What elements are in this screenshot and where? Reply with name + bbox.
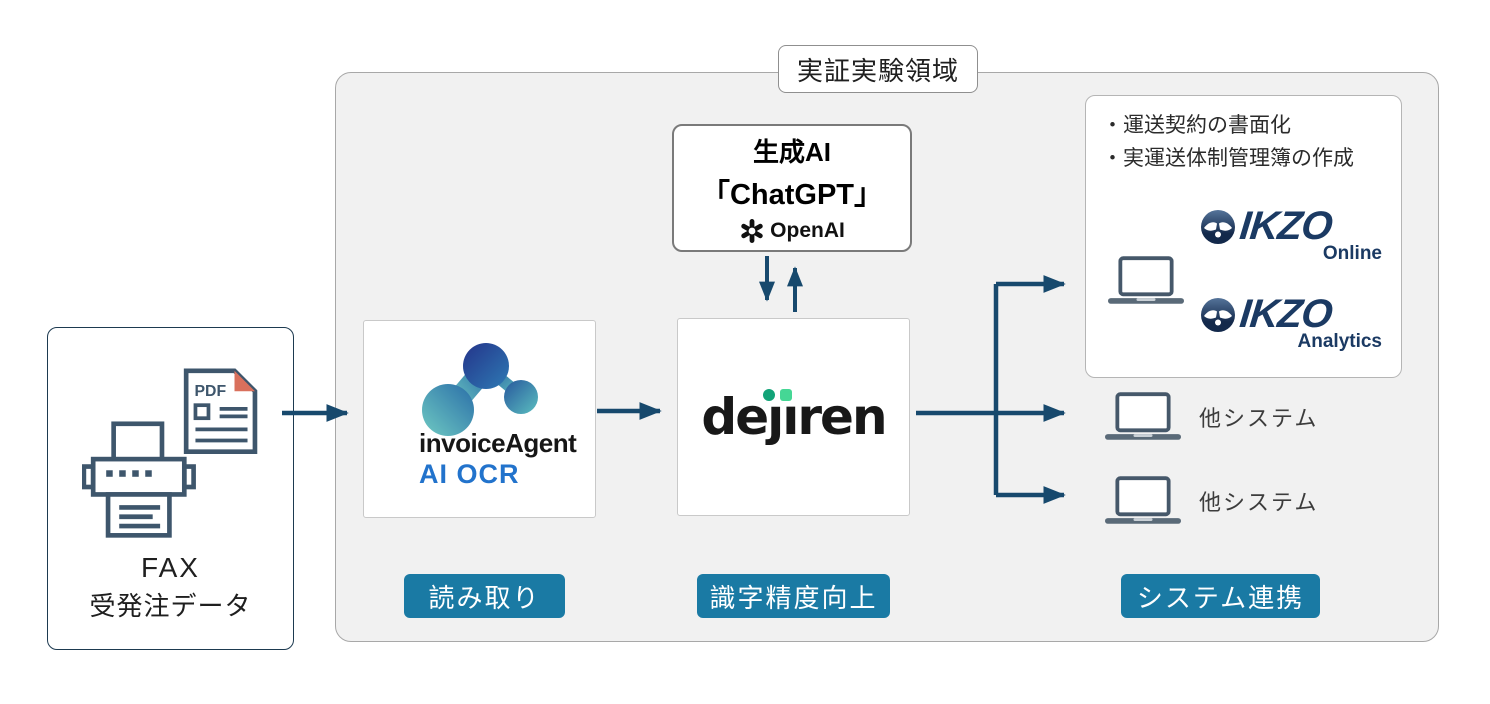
other-system-row-1: 他システム — [1105, 392, 1318, 442]
fax-subtitle: 受発注データ — [89, 591, 252, 621]
chatgpt-box: 生成AI 「ChatGPT」 OpenAI — [672, 124, 912, 252]
ikzo-box: ・運送契約の書面化 ・実運送体制管理簿の作成 — [1085, 95, 1402, 378]
pdf-label: PDF — [195, 383, 227, 400]
chatgpt-title-line1: 生成AI — [752, 137, 831, 167]
badge-accuracy-label: 識字精度向上 — [709, 582, 878, 613]
invoice-agent-box: invoiceAgent AI OCR — [363, 320, 596, 518]
fax-box: PDF FAX — [47, 327, 294, 650]
badge-read-label: 読み取り — [428, 582, 541, 613]
ikzo-bullet-list: ・運送契約の書面化 ・実運送体制管理簿の作成 — [1102, 110, 1354, 175]
ikzo-bullet-1: ・運送契約の書面化 — [1102, 114, 1291, 137]
invoice-agent-logo-icon — [422, 343, 538, 436]
dejiren-box: deȷıren — [677, 318, 910, 516]
ikzo-analytics-brand: IKZO — [1237, 292, 1334, 336]
dejiren-i-dot-icon — [780, 389, 793, 401]
ikzo-analytics-suffix: Analytics — [1297, 331, 1382, 352]
dejiren-wordmark: deȷıren — [701, 388, 887, 446]
dejiren-j-dot-icon — [763, 389, 776, 401]
ikzo-online-suffix: Online — [1322, 243, 1382, 264]
badge-integration: システム連携 — [1121, 574, 1320, 618]
ikzo-analytics-logo: IKZO Analytics — [1198, 292, 1386, 353]
dejiren-wordmark-text: deȷıren — [701, 388, 887, 446]
other-system-row-2: 他システム — [1105, 476, 1318, 526]
other-system-label-1: 他システム — [1199, 406, 1319, 431]
laptop-icon — [1105, 476, 1181, 524]
fax-title: FAX — [141, 552, 200, 583]
pdf-fold — [234, 370, 255, 392]
openai-logo-icon — [741, 219, 763, 243]
badge-accuracy: 識字精度向上 — [697, 574, 890, 618]
invoice-agent-brand: invoiceAgent — [419, 428, 577, 458]
badge-integration-label: システム連携 — [1136, 582, 1305, 613]
other-system-label-2: 他システム — [1199, 490, 1319, 515]
invoice-agent-product: AI OCR — [419, 458, 520, 489]
badge-read: 読み取り — [404, 574, 565, 618]
ikzo-steering-wheel-icon — [1201, 297, 1235, 332]
ikzo-online-logo: IKZO Online — [1198, 204, 1386, 265]
ikzo-online-brand: IKZO — [1237, 204, 1334, 248]
chatgpt-title-line2: 「ChatGPT」 — [700, 179, 884, 211]
openai-label: OpenAI — [770, 219, 845, 242]
experiment-region-label: 実証実験領域 — [778, 45, 978, 93]
experiment-region-label-text: 実証実験領域 — [796, 55, 959, 86]
fax-printer-pdf-icon: PDF — [82, 368, 258, 538]
laptop-icon — [1105, 392, 1181, 440]
ikzo-steering-wheel-icon — [1201, 209, 1235, 244]
ikzo-bullet-2: ・実運送体制管理簿の作成 — [1102, 146, 1354, 170]
laptop-icon — [1108, 256, 1184, 304]
